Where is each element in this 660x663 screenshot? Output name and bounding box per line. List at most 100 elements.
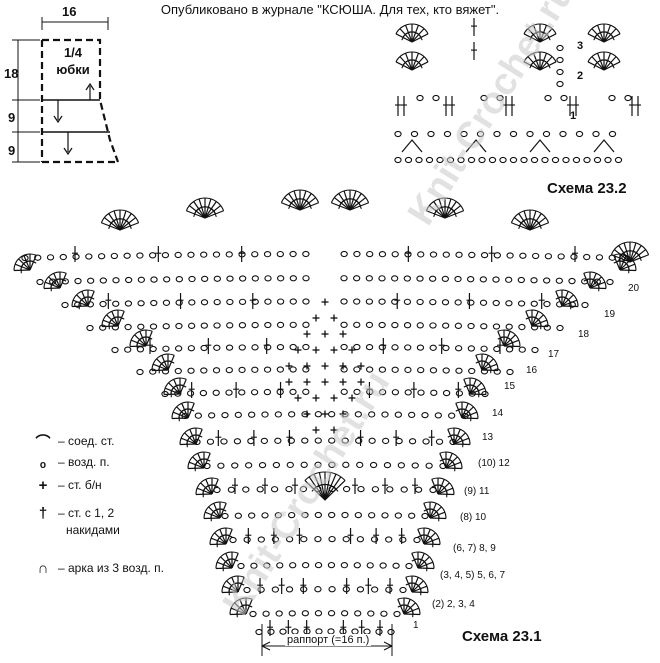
- double-crochet-mark: [213, 503, 221, 519]
- chain-stitch-mark: [355, 437, 363, 444]
- double-crochet-mark: [461, 411, 478, 419]
- fan-arc: [209, 527, 233, 545]
- chain-stitch-mark: [368, 512, 376, 519]
- chain-stitch-mark: [457, 156, 465, 164]
- chain-stitch-mark: [559, 130, 567, 138]
- chain-stitch-mark: [614, 156, 623, 164]
- double-crochet-mark: [204, 198, 212, 219]
- chain-stitch-mark: [353, 562, 361, 569]
- chain-stitch-mark: [480, 251, 489, 259]
- chain-stitch-mark: [341, 511, 349, 519]
- double-crochet-mark: [119, 210, 127, 231]
- chain-stitch-mark: [604, 156, 612, 164]
- row-label: 16: [526, 365, 538, 376]
- double-crochet-mark: [219, 529, 227, 545]
- chain-stitch-mark: [264, 275, 272, 282]
- chain-stitch-mark: [263, 388, 272, 396]
- chain-stitch-mark: [531, 346, 539, 354]
- chain-stitch-mark: [340, 561, 349, 569]
- legend-item-single-crochet: + – ст. б/н: [32, 473, 232, 497]
- double-crochet-mark: [18, 258, 31, 271]
- chain-stitch-mark: [592, 130, 600, 138]
- double-crochet-bar: [226, 534, 233, 538]
- double-crochet-mark: [589, 281, 606, 289]
- fan-arc: [423, 501, 447, 519]
- legend-item-double-crochet-cont: накидами: [32, 521, 232, 539]
- chain-stitch-mark: [378, 275, 386, 282]
- double-crochet-mark: [603, 33, 621, 43]
- double-crochet-mark: [619, 263, 636, 271]
- double-crochet-mark: [453, 432, 466, 445]
- chain-stitch-mark: [520, 156, 528, 164]
- double-crochet-mark: [603, 52, 612, 71]
- fan-arc: [395, 51, 429, 63]
- chain-stitch-mark: [124, 300, 133, 307]
- double-crochet-mark: [53, 273, 61, 289]
- chain-stitch-mark: [221, 512, 229, 520]
- chain-stitch-mark: [255, 628, 263, 636]
- chain-stitch-mark: [499, 156, 507, 164]
- chain-stitch-mark: [391, 275, 399, 282]
- chain-stitch-mark: [188, 299, 196, 306]
- chain-stitch-mark: [378, 321, 386, 329]
- row-label: (2) 2, 3, 4: [432, 599, 475, 610]
- publication-caption: Опубликовано в журнале "КСЮША. Для тех, …: [160, 2, 500, 17]
- skirt-panel-word: юбки: [56, 62, 90, 77]
- chain-stitch-mark: [46, 254, 55, 261]
- fan-arc: [425, 197, 465, 211]
- double-crochet-mark: [428, 205, 446, 219]
- double-crochet-mark: [437, 482, 450, 495]
- double-crochet-mark: [613, 249, 631, 263]
- chain-stitch-mark: [97, 253, 106, 260]
- double-crochet-mark: [106, 314, 119, 327]
- chain-stitch-mark: [342, 485, 351, 493]
- chain-stitch-mark: [200, 344, 208, 352]
- chain-stitch-mark: [395, 437, 403, 445]
- double-crochet-mark: [192, 456, 205, 469]
- chain-stitch-mark: [213, 298, 221, 306]
- double-crochet-bar: [246, 604, 253, 608]
- double-crochet-mark: [145, 331, 153, 347]
- double-crochet-bar: [88, 296, 95, 300]
- chain-stitch-mark: [410, 130, 419, 138]
- chain-stitch-mark: [375, 628, 383, 635]
- chain-stitch-mark: [411, 462, 419, 469]
- chain-stitch-mark: [353, 250, 361, 258]
- chain-stitch-mark: [247, 437, 255, 445]
- chain-stitch-mark: [541, 156, 549, 164]
- double-crochet-mark: [411, 61, 429, 71]
- double-crochet-mark: [469, 382, 482, 395]
- double-crochet-mark: [395, 61, 413, 71]
- fan-arc: [523, 23, 557, 35]
- chain-stitch-mark: [436, 156, 444, 164]
- chain-stitch-mark: [238, 322, 247, 329]
- chain-stitch-mark: [137, 276, 145, 283]
- chain-stitch-mark: [340, 250, 348, 258]
- chain-stitch-mark: [187, 251, 195, 258]
- double-crochet-mark: [532, 52, 541, 71]
- fan-arc: [455, 401, 479, 419]
- chain-stitch-mark: [275, 610, 283, 617]
- chain-stitch-mark: [248, 512, 256, 519]
- double-crochet-mark: [613, 255, 621, 271]
- chain-stitch-mark: [583, 156, 591, 164]
- double-crochet-bar: [238, 582, 245, 586]
- chain-stitch-mark: [380, 610, 388, 617]
- double-crochet-mark: [211, 479, 219, 495]
- double-crochet-mark: [481, 355, 489, 371]
- double-crochet-mark: [231, 577, 239, 593]
- double-crochet-mark: [629, 245, 642, 263]
- chain-stitch-mark: [289, 250, 297, 258]
- double-crochet-mark: [411, 28, 425, 43]
- chain-stitch-mark: [593, 156, 602, 164]
- chain-stitch-mark: [288, 411, 296, 418]
- row-label: 18: [578, 329, 590, 340]
- chain-stitch-mark: [328, 411, 336, 418]
- chain-stitch-mark: [258, 461, 267, 469]
- double-crochet-bar: [60, 278, 67, 282]
- double-crochet-mark: [463, 379, 471, 395]
- arrow-down-icon: [63, 132, 73, 156]
- chain-stitch-mark: [161, 251, 170, 259]
- chain-stitch-mark: [301, 437, 309, 444]
- double-crochet-mark: [204, 201, 217, 219]
